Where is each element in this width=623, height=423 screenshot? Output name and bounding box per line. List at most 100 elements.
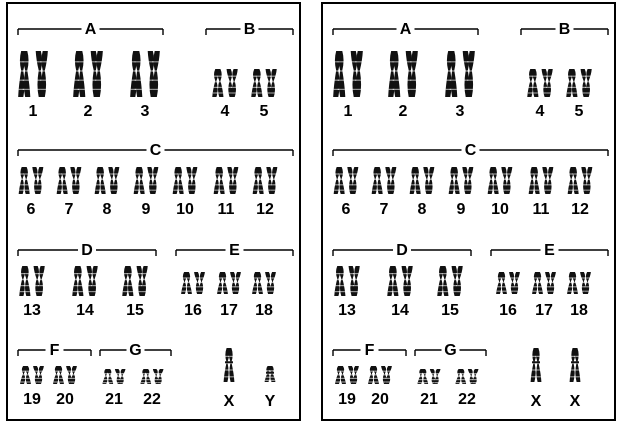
chromosome-pair-2 (388, 51, 418, 97)
group-bracket-a: A (18, 21, 163, 38)
group-bracket-a: A (333, 21, 478, 38)
chromosome-pair-17 (532, 272, 556, 294)
chromosome-number-17: 17 (220, 302, 238, 319)
chromosome-number-7: 7 (380, 201, 389, 218)
chromosome-pair-19 (335, 366, 359, 384)
group-bracket-c: C (333, 142, 608, 159)
chromosome-pair-5 (251, 69, 276, 97)
sex-chromosome-x (570, 348, 581, 382)
group-label: D (81, 242, 93, 259)
group-label: G (129, 342, 141, 359)
chromosome-pair-12 (253, 167, 278, 194)
chromosome-pair-14 (72, 266, 97, 296)
chromosome-number-8: 8 (418, 201, 427, 218)
chromosome-number-9: 9 (457, 201, 466, 218)
chromosome-pair-18 (567, 272, 591, 294)
group-bracket-g: G (415, 342, 486, 359)
chromosome-pair-20 (368, 366, 392, 384)
chromosome-number-4: 4 (221, 103, 230, 120)
chromosome-number-16: 16 (184, 302, 202, 319)
group-label: E (544, 242, 555, 259)
sex-chromosome-label-x: X (570, 393, 581, 410)
chromosome-pair-15 (437, 266, 462, 296)
sex-chromosome-label-x: X (531, 393, 542, 410)
chromosome-number-5: 5 (575, 103, 584, 120)
chromosome-number-13: 13 (338, 302, 356, 319)
chromosome-number-19: 19 (23, 391, 41, 408)
sex-chromosome-label-y: Y (265, 393, 276, 410)
group-label: F (365, 342, 375, 359)
sex-chromosome-x (224, 348, 235, 382)
chromosome-number-15: 15 (441, 302, 459, 319)
chromosome-pair-15 (122, 266, 147, 296)
chromosome-pair-21 (103, 369, 126, 384)
chromosome-number-14: 14 (76, 302, 94, 319)
chromosome-pair-10 (488, 167, 513, 194)
group-label: F (50, 342, 60, 359)
chromosome-number-13: 13 (23, 302, 41, 319)
chromosome-number-2: 2 (84, 103, 93, 120)
chromosome-pair-21 (418, 369, 441, 384)
chromosome-number-6: 6 (27, 201, 36, 218)
chromosome-number-19: 19 (338, 391, 356, 408)
chromosome-pair-18 (252, 272, 276, 294)
group-label: G (444, 342, 456, 359)
group-bracket-d: D (333, 242, 471, 259)
chromosome-number-3: 3 (456, 103, 465, 120)
chromosome-pair-7 (57, 167, 82, 194)
chromosome-pair-1 (18, 51, 48, 97)
group-label: E (229, 242, 240, 259)
group-label: A (85, 21, 97, 38)
group-bracket-d: D (18, 242, 156, 259)
chromosome-number-11: 11 (218, 201, 235, 218)
chromosome-pair-14 (387, 266, 412, 296)
chromosome-number-5: 5 (260, 103, 269, 120)
chromosome-pair-13 (19, 266, 44, 296)
chromosome-pair-2 (73, 51, 103, 97)
chromosome-number-3: 3 (141, 103, 150, 120)
chromosome-pair-13 (334, 266, 359, 296)
group-bracket-e: E (491, 242, 608, 259)
chromosome-pair-4 (527, 69, 552, 97)
chromosome-pair-11 (214, 167, 239, 194)
chromosome-number-14: 14 (391, 302, 409, 319)
chromosome-number-20: 20 (56, 391, 74, 408)
chromosome-pair-12 (568, 167, 593, 194)
chromosome-number-12: 12 (571, 201, 589, 218)
chromosome-number-4: 4 (536, 103, 545, 120)
chromosome-pair-11 (529, 167, 554, 194)
chromosome-number-18: 18 (255, 302, 273, 319)
chromosome-number-18: 18 (570, 302, 588, 319)
chromosome-pair-4 (212, 69, 237, 97)
chromosome-pair-8 (95, 167, 120, 194)
chromosome-number-20: 20 (371, 391, 389, 408)
group-bracket-c: C (18, 142, 293, 159)
group-label: C (150, 142, 162, 159)
chromosome-pair-16 (181, 272, 205, 294)
chromosome-number-22: 22 (458, 391, 476, 408)
sex-chromosome-y (265, 366, 276, 382)
group-bracket-f: F (18, 342, 91, 359)
chromosome-pair-6 (19, 167, 44, 194)
chromosome-number-1: 1 (29, 103, 38, 120)
chromosome-number-10: 10 (176, 201, 194, 218)
chromosome-number-2: 2 (399, 103, 408, 120)
chromosome-pair-16 (496, 272, 520, 294)
chromosome-pair-1 (333, 51, 363, 97)
chromosome-number-16: 16 (499, 302, 517, 319)
chromosome-number-21: 21 (420, 391, 438, 408)
chromosome-number-10: 10 (491, 201, 509, 218)
group-bracket-b: B (206, 21, 293, 38)
chromosome-number-15: 15 (126, 302, 144, 319)
group-bracket-e: E (176, 242, 293, 259)
chromosome-pair-10 (173, 167, 198, 194)
chromosome-pair-20 (53, 366, 77, 384)
chromosome-pair-5 (566, 69, 591, 97)
chromosome-number-8: 8 (103, 201, 112, 218)
chromosome-pair-7 (372, 167, 397, 194)
chromosome-pair-9 (449, 167, 474, 194)
chromosome-number-9: 9 (142, 201, 151, 218)
